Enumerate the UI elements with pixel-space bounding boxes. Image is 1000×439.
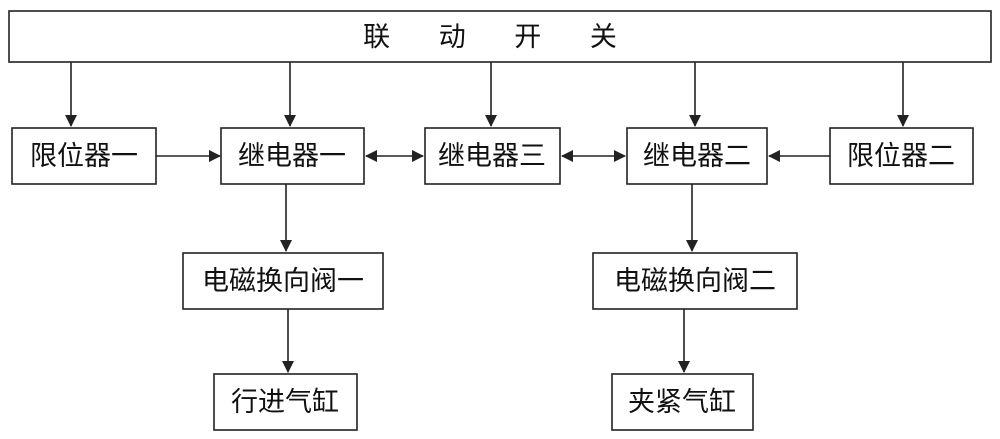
limit-switch-1-label: 限位器一 (30, 141, 138, 172)
travel-cylinder-node: 行进气缸 (213, 373, 358, 431)
relay-3-node: 继电器三 (424, 127, 561, 185)
solenoid-valve-1-node: 电磁换向阀一 (182, 252, 384, 310)
relay-3-label: 继电器三 (438, 141, 546, 172)
solenoid-valve-1-label: 电磁换向阀一 (202, 266, 364, 297)
linkage-switch-node: 联 动 开 关 (8, 10, 992, 63)
relay-1-node: 继电器一 (220, 127, 365, 185)
relay-2-node: 继电器二 (626, 127, 768, 185)
limit-switch-2-node: 限位器二 (829, 127, 974, 185)
solenoid-valve-2-label: 电磁换向阀二 (614, 266, 776, 297)
clamp-cylinder-label: 夹紧气缸 (628, 387, 736, 418)
limit-switch-1-node: 限位器一 (11, 127, 157, 185)
linkage-switch-label: 联 动 开 关 (363, 22, 637, 53)
relay-2-label: 继电器二 (643, 141, 751, 172)
relay-1-label: 继电器一 (238, 141, 346, 172)
solenoid-valve-2-node: 电磁换向阀二 (592, 252, 798, 310)
travel-cylinder-label: 行进气缸 (231, 387, 339, 418)
clamp-cylinder-node: 夹紧气缸 (611, 373, 754, 431)
limit-switch-2-label: 限位器二 (847, 141, 955, 172)
